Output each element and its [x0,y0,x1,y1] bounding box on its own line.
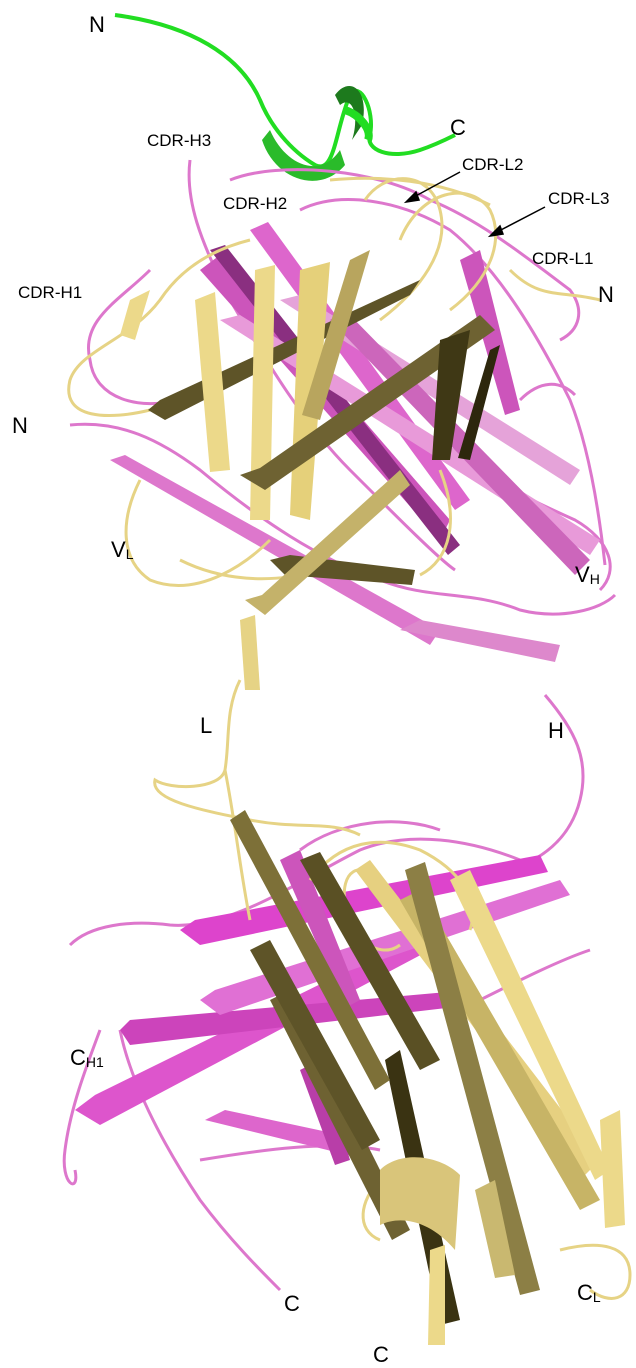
vl-main: V [111,537,126,562]
cl-main: C [577,1280,593,1305]
cdr-l1-label: CDR-L1 [532,249,593,268]
ch1-main: C [70,1045,86,1070]
peptide-ribbon [115,15,455,181]
vl-sub: L [126,546,134,562]
linker-l-label: L [200,713,212,738]
vl-domain-label: VL [111,537,134,562]
ch1-sub: H1 [86,1054,104,1070]
heavy-c-label: C [284,1291,300,1316]
cdr-h2-label: CDR-H2 [223,194,287,213]
vh-main: V [575,562,590,587]
heavy-n-label: N [12,413,28,438]
peptide-n-label: N [89,12,105,37]
cdr-l2-label: CDR-L2 [462,155,523,174]
cl-domain-label: CL [577,1280,601,1305]
vh-domain-label: VH [575,562,600,587]
light-chain-strands [120,250,625,1345]
cl-sub: L [593,1289,601,1305]
ch1-domain-label: CH1 [70,1045,104,1070]
linker-h-label: H [548,718,564,743]
cdr-h1-label: CDR-H1 [18,283,82,302]
cdr-l3-label: CDR-L3 [548,189,609,208]
peptide-c-label: C [450,115,466,140]
light-c-label: C [373,1342,389,1367]
cdr-h3-label: CDR-H3 [147,131,211,150]
structure-labels: N C CDR-H3 CDR-H2 CDR-H1 CDR-L2 CDR-L3 C… [12,12,614,1367]
light-n-label: N [598,282,614,307]
vh-sub: H [590,571,600,587]
